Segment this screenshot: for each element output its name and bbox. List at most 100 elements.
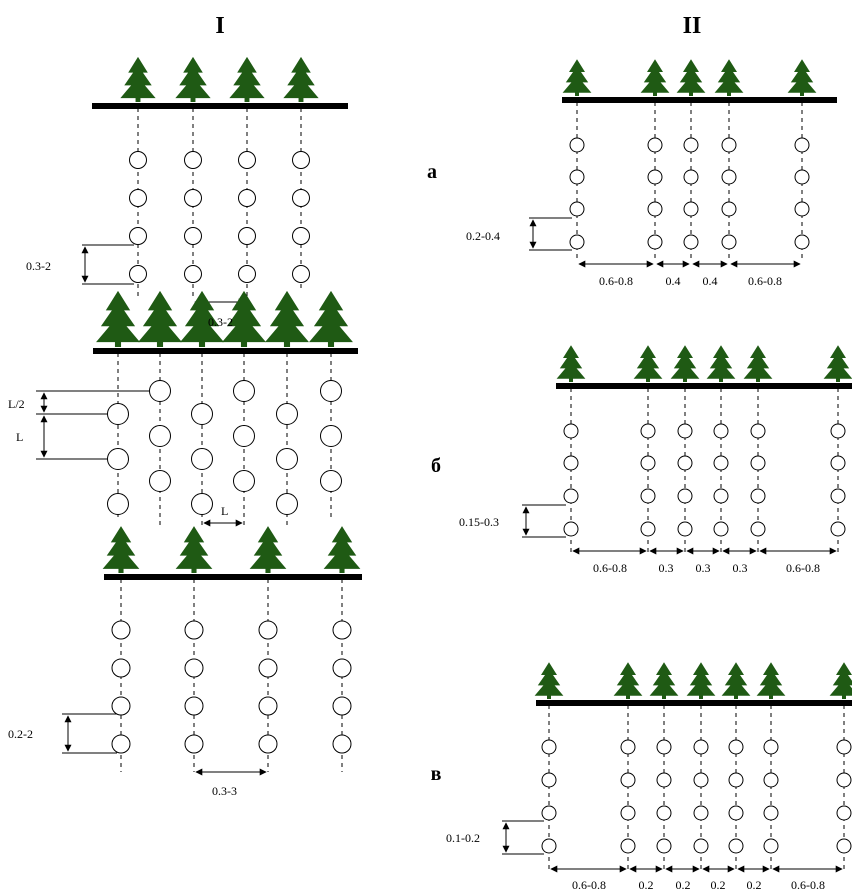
planting-hole	[640, 455, 656, 471]
planting-hole	[332, 620, 352, 640]
dimension-vertical: 0.2-2	[8, 713, 117, 754]
spruce-tree-icon	[640, 59, 670, 96]
planting-hole	[640, 521, 656, 537]
planting-holes	[569, 137, 810, 250]
spruce-tree-icon	[120, 56, 156, 102]
planting-hole	[647, 234, 663, 250]
planting-hole	[683, 201, 699, 217]
planting-row-5	[276, 353, 298, 528]
planting-hole	[129, 265, 147, 283]
spruce-tree-icon	[175, 56, 211, 102]
planting-hole	[233, 470, 255, 492]
spacing-label: 0.4	[666, 274, 681, 288]
planting-hole	[569, 234, 585, 250]
spruce-tree-icon	[613, 662, 643, 699]
dimension-label: 0.15-0.3	[459, 515, 499, 529]
dimension-L-horizontal: L	[203, 504, 243, 527]
spacing-label: 0.6-0.8	[748, 274, 782, 288]
spacing-label: 0.3	[733, 561, 748, 575]
planting-hole	[258, 620, 278, 640]
scheme-left-1: 0.3-2	[26, 103, 348, 306]
planting-row-1	[107, 353, 129, 520]
planting-hole	[332, 696, 352, 716]
planting-hole	[693, 772, 709, 788]
planting-hole	[149, 380, 171, 402]
planting-hole	[107, 448, 129, 470]
spruce-tree-icon	[265, 290, 309, 347]
planting-hole	[656, 838, 672, 854]
planting-hole	[184, 151, 202, 169]
spacing-label: 0.2	[639, 878, 654, 892]
heading-II: II	[683, 13, 702, 39]
spruce-tree-icon	[556, 345, 586, 382]
planting-hole	[184, 620, 204, 640]
planting-hole	[332, 734, 352, 754]
heading-I: I	[215, 13, 224, 39]
planting-hole	[794, 201, 810, 217]
planting-hole	[107, 493, 129, 515]
spruce-tree-icon	[670, 345, 700, 382]
planting-hole	[750, 521, 766, 537]
spacing-label: 0.2	[676, 878, 691, 892]
planting-hole	[728, 772, 744, 788]
dimension-label: 0.1-0.2	[446, 831, 480, 845]
spruce-tree-icon	[249, 526, 287, 573]
planting-hole	[693, 739, 709, 755]
planting-row-4	[292, 108, 310, 290]
planting-hole	[728, 805, 744, 821]
planting-hole	[184, 189, 202, 207]
planting-hole	[677, 521, 693, 537]
planting-hole	[111, 734, 131, 754]
planting-hole	[320, 470, 342, 492]
spacing-label: 0.6-0.8	[791, 878, 825, 892]
spacing-label: 0.6-0.8	[593, 561, 627, 575]
scheme-right-v: 0.1-0.2 0.6-0.8 0.2 0.2 0.2 0.2 0.6-0.8	[446, 700, 852, 892]
planting-hole	[620, 739, 636, 755]
planting-hole	[830, 455, 846, 471]
planting-hole	[836, 739, 852, 755]
spruce-tree-icon	[323, 526, 361, 573]
planting-hole	[149, 470, 171, 492]
planting-hole	[750, 488, 766, 504]
spruce-tree-icon	[756, 662, 786, 699]
spruce-tree-icon	[96, 290, 140, 347]
planting-hole	[836, 805, 852, 821]
planting-hole	[713, 521, 729, 537]
planting-hole	[184, 696, 204, 716]
spruce-tree-icon	[180, 290, 224, 347]
planting-hole	[276, 403, 298, 425]
planting-hole	[292, 151, 310, 169]
planting-row-2	[149, 353, 171, 528]
planting-row-2	[184, 108, 202, 300]
planting-holes	[541, 739, 852, 854]
dimension-vertical: 0.1-0.2	[446, 820, 544, 855]
planting-hole	[541, 772, 557, 788]
planting-row-3	[238, 108, 256, 300]
dimension-label: 0.2-2	[8, 727, 33, 741]
spacing-dimensions: 0.6-0.8 0.4 0.4 0.6-0.8	[578, 260, 801, 288]
planting-hole	[111, 696, 131, 716]
planting-hole	[656, 772, 672, 788]
scheme-right-b: 0.15-0.3 0.6-0.8 0.3 0.3 0.3 0.6-0.8	[459, 383, 852, 575]
spacing-label: 0.4	[703, 274, 718, 288]
trees-layer	[96, 56, 852, 699]
planting-hole	[640, 488, 656, 504]
planting-hole	[721, 234, 737, 250]
planting-hole	[149, 425, 171, 447]
dimension-vertical: 0.15-0.3	[459, 504, 566, 538]
planting-hole	[836, 838, 852, 854]
planting-hole	[693, 805, 709, 821]
planting-hole	[238, 265, 256, 283]
planting-hole	[620, 805, 636, 821]
spruce-tree-icon	[309, 290, 353, 347]
planting-hole	[563, 455, 579, 471]
spruce-tree-icon	[686, 662, 716, 699]
scheme-left-3: 0.2-2 0.3-3	[8, 574, 362, 798]
spacing-label: 0.6-0.8	[599, 274, 633, 288]
planting-hole	[292, 265, 310, 283]
planting-row-4	[233, 353, 255, 528]
scheme-left-2: L/2 L L	[8, 348, 358, 528]
planting-hole	[238, 227, 256, 245]
spruce-tree-icon	[633, 345, 663, 382]
